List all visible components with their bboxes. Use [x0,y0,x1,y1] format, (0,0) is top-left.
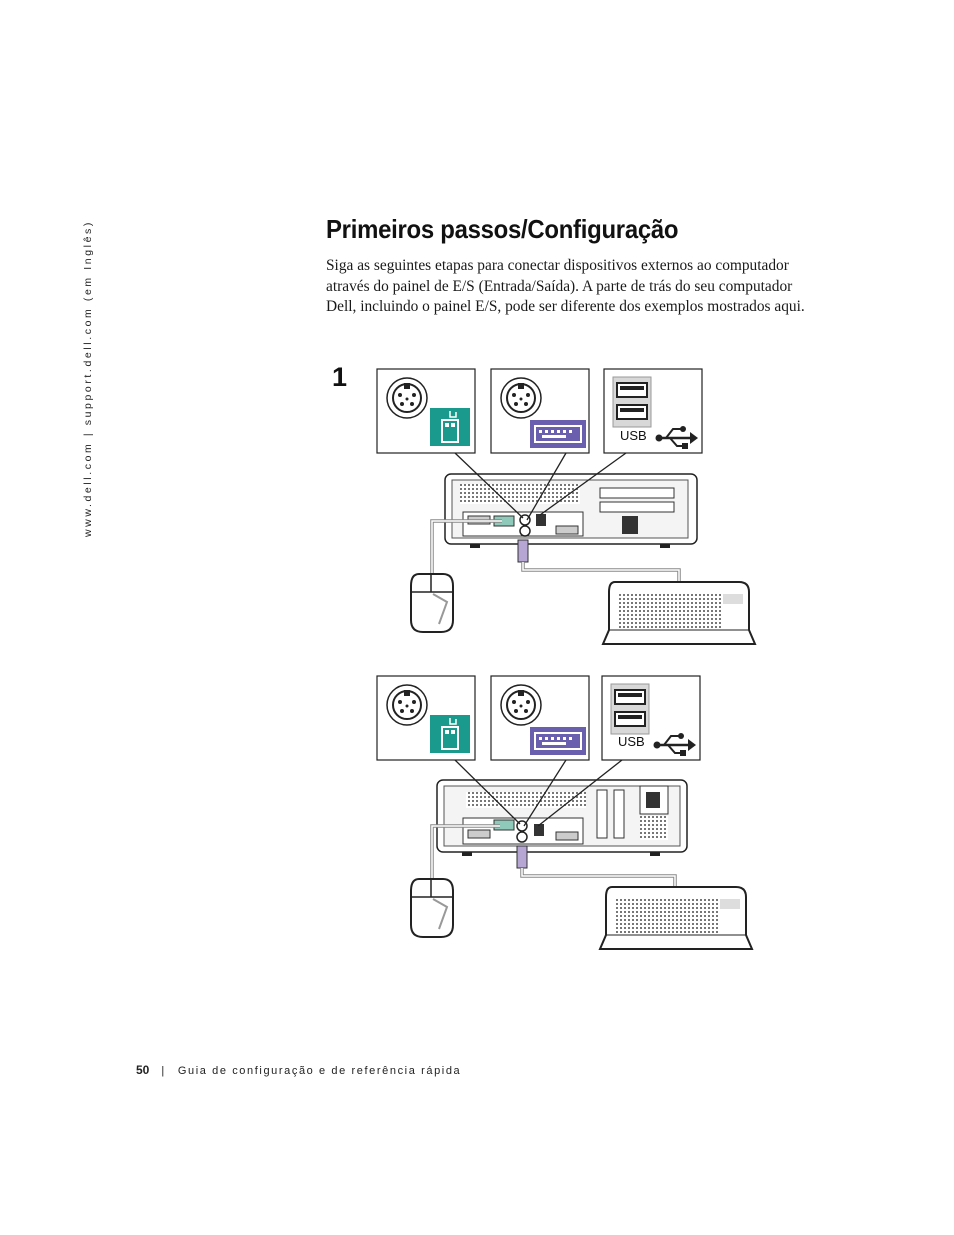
book-title: Guia de configuração e de referência ráp… [177,1065,462,1077]
usb-label: USB [620,428,647,443]
mouse-symbol-icon [429,407,471,447]
usb-connector-icon [610,683,650,735]
keyboard-device-icon [599,886,753,950]
usb-connector-icon [612,376,652,428]
mouse-device-icon [410,573,454,633]
figure-bottom [376,675,753,950]
mouse-device-icon [410,878,454,938]
keyboard-symbol-icon [529,419,587,449]
mouse-ps2-connector-icon [386,684,428,726]
footer-separator: | [161,1065,166,1077]
step-number: 1 [332,362,348,392]
keyboard-device-icon [602,581,756,645]
keyboard-symbol-icon [529,726,587,756]
figure-top [376,368,756,645]
usb-label: USB [618,734,645,749]
page-title: Primeiros passos/Configuração [326,214,679,244]
intro-paragraph: Siga as seguintes etapas para conectar d… [326,257,805,315]
mouse-symbol-icon [429,714,471,754]
page-number: 50 [136,1063,150,1077]
mouse-ps2-connector-icon [386,377,428,419]
keyboard-ps2-connector-icon [500,684,542,726]
page-footer: 50 | Guia de configuração e de referência … [136,1063,461,1077]
keyboard-ps2-connector-icon [500,377,542,419]
